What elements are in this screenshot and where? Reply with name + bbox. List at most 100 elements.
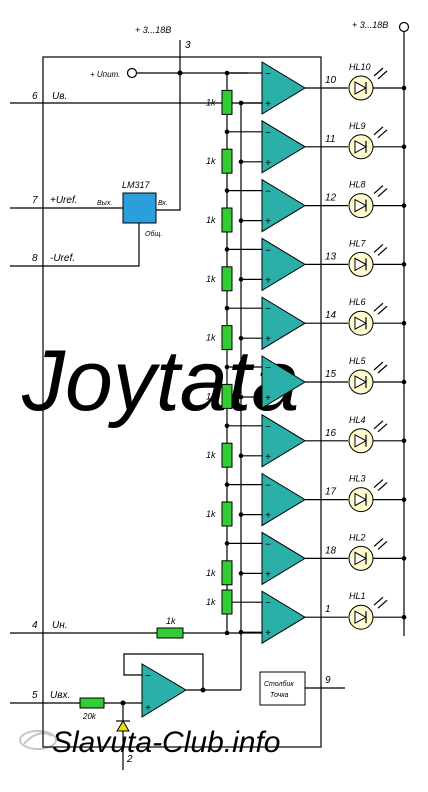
plus-sign: + [265,393,271,404]
comparator-opamp [261,237,306,292]
minus-sign: − [265,598,271,609]
ladder-resistor-label: 1k [206,156,216,166]
pin-label: 14 [325,310,337,321]
pin-6-label: 6 [32,91,38,102]
led-label: HL7 [349,238,367,248]
pin-7-label: 7 [32,195,38,206]
led-label: HL3 [349,474,366,484]
watermark-logo [19,730,57,750]
ladder-resistor-label: 1k [206,215,216,225]
comparator-opamp [261,590,306,645]
uinput-label: + Uпит. [90,70,120,79]
watermark-top: Joytata [21,333,299,429]
lm317-chip [122,192,157,224]
minus-sign: − [265,187,271,198]
supply-terminal-right [398,21,410,33]
plus-sign: + [265,99,271,110]
comparator-opamp [261,119,306,174]
ladder-resistor [221,383,233,409]
resistor-input [79,697,105,709]
minus-sign: − [265,363,271,374]
ladder-resistor-label: 1k [206,97,216,107]
pin-label: 10 [325,75,337,86]
led-label: HL9 [349,121,366,131]
ladder-resistor [221,207,233,233]
pin-label: 15 [325,369,337,380]
input-un-label: Uн. [52,620,68,631]
ladder-resistor-label: 1k [206,597,216,607]
led-label: HL10 [349,62,371,72]
input-uvx-label: Uвх. [50,690,70,701]
zener-diode [116,720,130,732]
ladder-resistor-label: 1k [206,568,216,578]
plus-sign: + [265,452,271,463]
minus-sign: − [265,69,271,80]
pin-8-label: 8 [32,253,38,264]
pin-label: 17 [325,487,337,498]
input-uref-minus-label: -Uref. [50,253,75,264]
watermark-bottom: Slavuta-Club.info [52,726,280,759]
lm317-gnd-label: Общ. [145,230,162,238]
resistor-input-label: 20k [82,712,97,721]
ladder-resistor [221,560,233,586]
ic-body [42,56,322,748]
pin-label: 16 [325,428,337,439]
pin-label: 13 [325,251,337,262]
ladder-resistor [221,501,233,527]
svg-text:−: − [145,671,151,682]
ladder-resistor-label: 1k [206,509,216,519]
plus-sign: + [265,334,271,345]
input-uv-label: Uв. [52,91,67,102]
ladder-resistor-label: 1k [206,274,216,284]
comparator-opamp [261,178,306,233]
lm317-name: LM317 [122,180,151,190]
buffer-opamp [141,663,187,718]
plus-sign: + [265,158,271,169]
plus-sign: + [265,217,271,228]
ladder-resistor [221,148,233,174]
minus-sign: − [265,422,271,433]
ladder-resistor [221,89,233,115]
supply-label-right: + 3...18В [352,20,388,30]
minus-sign: − [265,245,271,256]
minus-sign: − [265,128,271,139]
pin-4-label: 4 [32,620,38,631]
supply-label-top: + 3...18В [135,25,171,35]
plus-sign: + [265,511,271,522]
pin-3-label: 3 [185,40,191,51]
led-label: HL2 [349,532,366,542]
led-label: HL8 [349,180,366,190]
plus-sign: + [265,569,271,580]
input-uref-plus-label: +Uref. [50,195,78,206]
comparator-opamp [261,472,306,527]
pin-label: 18 [325,545,337,556]
minus-sign: − [265,539,271,550]
comparator-opamp [261,296,306,351]
svg-text:+: + [145,703,151,714]
comparator-opamp [261,531,306,586]
led-label: HL4 [349,415,366,425]
plus-sign: + [265,628,271,639]
ladder-resistor [221,589,233,615]
led-label: HL6 [349,297,366,307]
ladder-resistor [221,266,233,292]
comparator-opamp [261,61,306,115]
lm317-out-label: Вых. [97,200,112,207]
ladder-resistor-label: 1k [206,333,216,343]
resistor-un [156,627,184,639]
comparator-opamp [261,355,306,409]
ladder-resistor-label: 1k [206,450,216,460]
lm317-in-label: Вх. [158,200,168,207]
pin-5-label: 5 [32,690,38,701]
minus-sign: − [265,481,271,492]
plus-sign: + [265,275,271,286]
minus-sign: − [265,304,271,315]
mode-line-2: Точка [270,692,289,699]
pin-2-label: 2 [126,754,133,765]
pin-label: 11 [325,134,335,145]
mode-box [259,671,306,706]
resistor-un-label: 1k [166,616,176,626]
led-label: HL1 [349,591,366,601]
uinput-terminal [126,67,138,79]
